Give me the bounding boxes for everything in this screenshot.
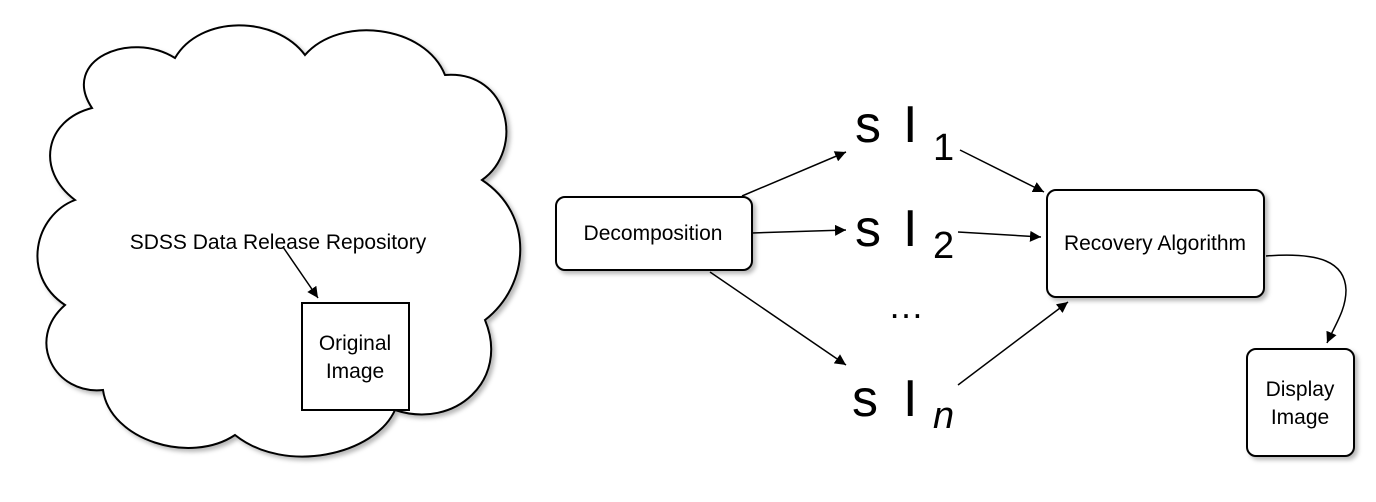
arrow-decomposition-to-measurement-1 — [741, 151, 847, 197]
recovery-algorithm-label: Recovery Algorithm — [1064, 232, 1246, 255]
sdss-cloud: SDSS Data Release Repository — [36, 24, 522, 458]
original-image-box — [301, 302, 410, 411]
arrow-recovery-to-display — [1265, 254, 1347, 344]
arrow-measurement-n-to-recovery — [957, 301, 1069, 386]
measurement-2-symbol: I — [903, 200, 917, 258]
decomposition-box — [555, 196, 753, 271]
arrow-decomposition-to-measurement-n — [709, 271, 847, 366]
measurement-2-prefix: s — [855, 200, 881, 258]
ellipsis: … — [888, 285, 924, 326]
display-image-label-line2: Image — [1271, 406, 1329, 429]
arrow-measurement-1-to-recovery — [959, 149, 1045, 193]
display-image-box — [1246, 348, 1355, 457]
measurement-n-prefix: s — [852, 370, 878, 428]
original-image-label-line2: Image — [326, 360, 384, 383]
recovery-algorithm-box — [1046, 189, 1265, 298]
measurement-2: s I 2 — [855, 200, 954, 267]
original-image-node: Original Image — [301, 302, 410, 411]
measurement-n: s I n — [852, 370, 954, 437]
measurement-1-prefix: s — [855, 96, 881, 154]
decomposition-node: Decomposition — [555, 196, 753, 271]
measurement-1-subscript: 1 — [933, 127, 954, 169]
arrow-measurement-2-to-recovery — [957, 230, 1042, 242]
measurement-n-subscript: n — [933, 395, 954, 437]
recovery-algorithm-node: Recovery Algorithm — [1046, 189, 1265, 298]
measurement-1: s I 1 — [855, 96, 954, 169]
arrow-repository-to-original — [282, 246, 319, 299]
display-image-node: Display Image — [1246, 348, 1355, 457]
measurement-1-symbol: I — [903, 96, 917, 154]
decomposition-label: Decomposition — [584, 222, 723, 245]
cloud-label: SDSS Data Release Repository — [130, 231, 427, 254]
arrow-decomposition-to-measurement-2 — [751, 224, 847, 236]
display-image-label-line1: Display — [1266, 378, 1335, 401]
measurement-n-symbol: I — [903, 370, 917, 428]
measurement-2-subscript: 2 — [933, 225, 954, 267]
original-image-label-line1: Original — [319, 332, 391, 355]
